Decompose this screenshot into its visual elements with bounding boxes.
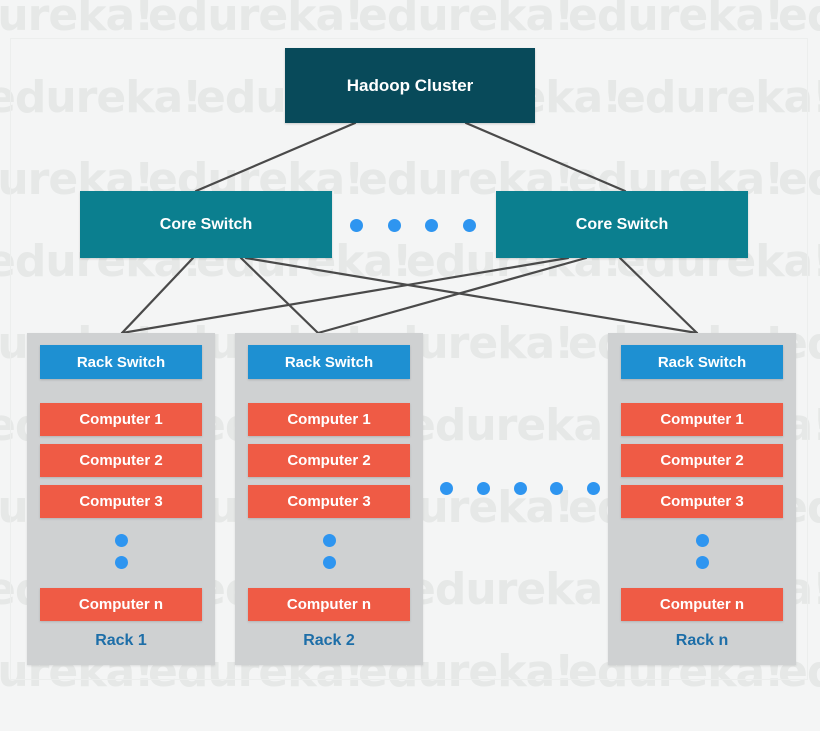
computer-node-3: Computer 3 (621, 485, 783, 518)
rack-vertical-ellipsis (40, 526, 202, 588)
ellipsis-dot (513, 481, 527, 495)
ellipsis-dot (387, 218, 401, 232)
watermark-text: edureka! (778, 0, 820, 41)
computer-node-n: Computer n (40, 588, 202, 621)
ellipsis-dot (350, 218, 363, 232)
ellipsis-dot (695, 534, 709, 547)
core-switch-right-node: Core Switch (496, 191, 748, 258)
core-switch-right-label: Core Switch (575, 215, 669, 233)
rack-vertical-ellipsis (621, 526, 783, 588)
rack-label-2: Rack 2 (303, 632, 355, 649)
vertical-dot-group (621, 534, 783, 569)
vertical-dot-group (40, 534, 202, 569)
computer-node-n: Computer n (621, 588, 783, 621)
rack-switch-3: Rack Switch (621, 345, 783, 379)
diagram-frame (10, 38, 808, 680)
ellipsis-dot (425, 218, 439, 232)
ellipsis-dot (114, 556, 128, 569)
computer-node-1: Computer 1 (248, 403, 410, 436)
computer-node-3: Computer 3 (40, 485, 202, 518)
rack-switch-2: Rack Switch (248, 345, 410, 379)
hadoop-cluster-node: Hadoop Cluster (285, 48, 535, 123)
ellipsis-dot (114, 534, 128, 547)
vertical-dot-group (248, 534, 410, 569)
ellipsis-dot (322, 534, 336, 547)
computer-node-1: Computer 1 (40, 403, 202, 436)
core-switch-left-node: Core Switch (80, 191, 332, 258)
ellipsis-dot (695, 556, 709, 569)
rack-label-3: Rack n (675, 632, 729, 649)
computer-node-2: Computer 2 (248, 444, 410, 477)
ellipsis-dot (550, 481, 564, 495)
watermark-text: edureka! (568, 0, 784, 41)
ellipsis-dot (476, 481, 490, 495)
watermark-text: edureka! (148, 0, 364, 41)
hadoop-cluster-label: Hadoop Cluster (346, 75, 474, 95)
ellipsis-dot (462, 218, 476, 232)
computer-node-n: Computer n (248, 588, 410, 621)
ellipsis-dot (440, 481, 453, 495)
rack-spacer (40, 379, 202, 403)
ellipsis-dot (587, 481, 600, 495)
ellipsis-dot (322, 556, 336, 569)
core-switch-left-label: Core Switch (159, 215, 253, 233)
watermark-text: edureka! (358, 0, 574, 41)
rack-spacer (248, 379, 410, 403)
rack-ellipsis-dots (440, 481, 600, 495)
watermark-text: edureka! (0, 0, 154, 41)
computer-node-2: Computer 2 (40, 444, 202, 477)
rack-vertical-ellipsis (248, 526, 410, 588)
computer-node-1: Computer 1 (621, 403, 783, 436)
computer-node-2: Computer 2 (621, 444, 783, 477)
core-switch-ellipsis-dots (350, 218, 476, 232)
computer-node-3: Computer 3 (248, 485, 410, 518)
rack-spacer (621, 379, 783, 403)
rack-switch-1: Rack Switch (40, 345, 202, 379)
rack-label-1: Rack 1 (95, 632, 147, 649)
